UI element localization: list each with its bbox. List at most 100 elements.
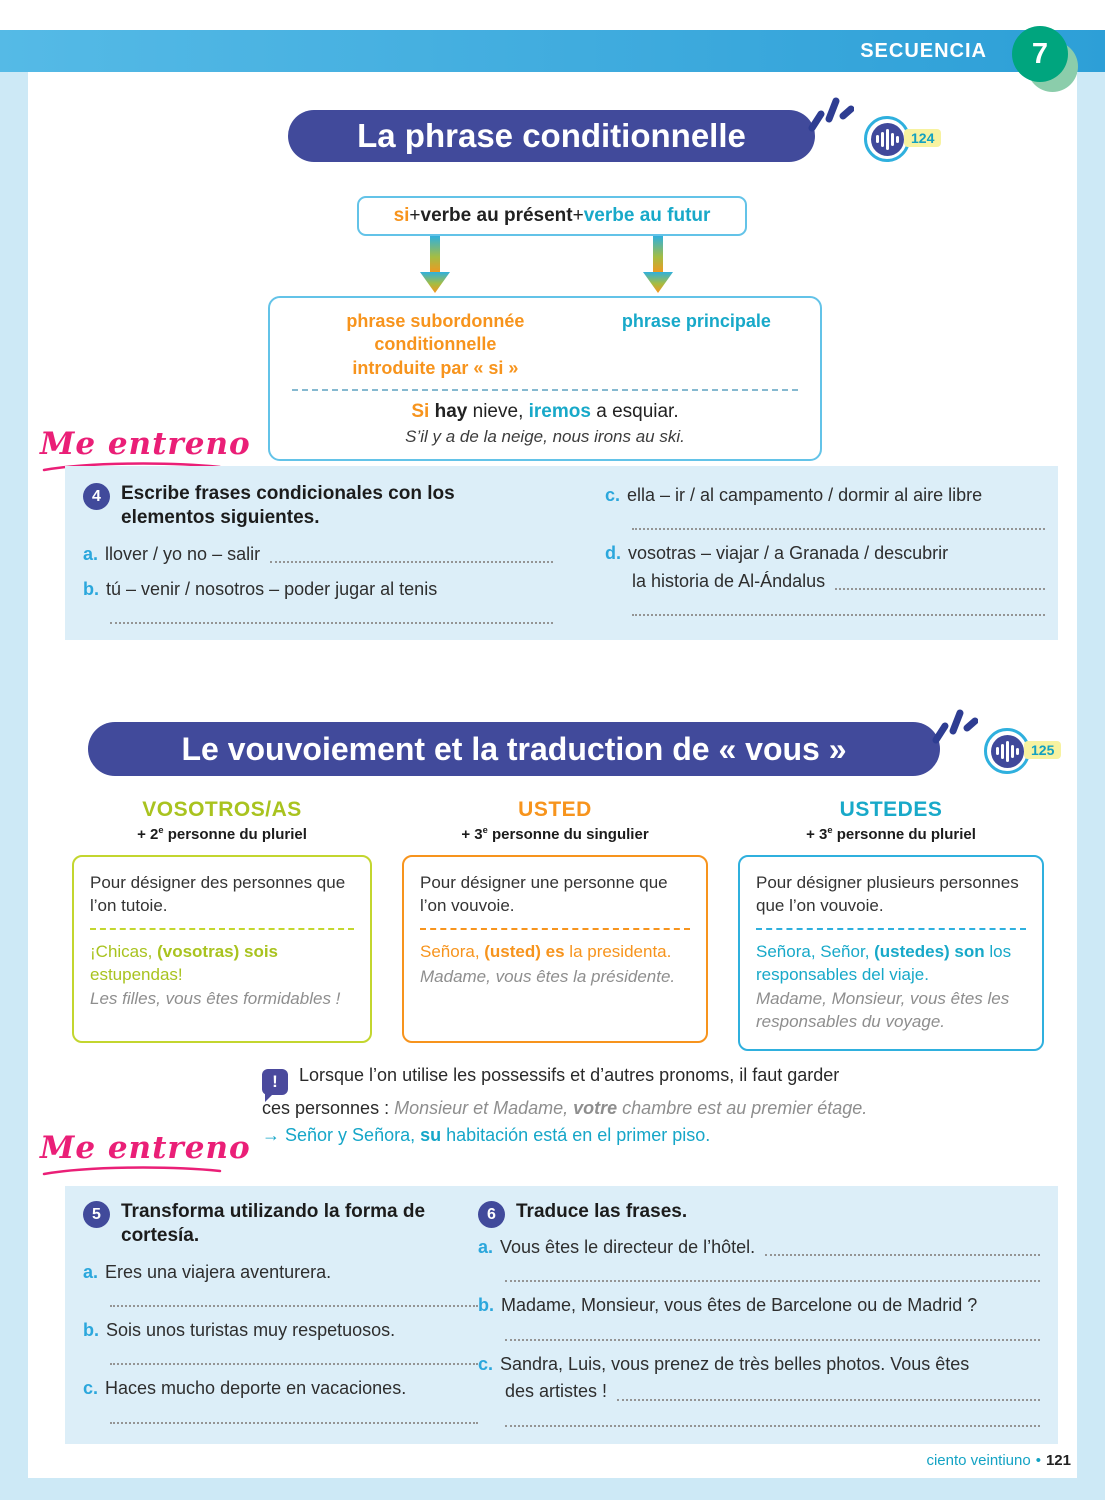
answer-line bbox=[505, 1415, 1040, 1427]
gradient-down-arrow-icons bbox=[420, 236, 673, 293]
answer-line bbox=[765, 1254, 1040, 1257]
column-vosotros: VOSOTROS/AS + 2e personne du pluriel Pou… bbox=[72, 798, 372, 1051]
page-number-words: ciento veintiuno bbox=[926, 1452, 1031, 1469]
example-translation: Madame, vous êtes la présidente. bbox=[420, 966, 676, 986]
emphasis-strokes-icon bbox=[932, 709, 978, 744]
column-subheader: + 3e personne du singulier bbox=[461, 825, 649, 843]
conditional-structure-box: phrase subordonnée conditionnelle introd… bbox=[268, 296, 822, 462]
audio-equalizer-icon bbox=[864, 116, 910, 162]
page-footer: ciento veintiuno•121 bbox=[926, 1452, 1071, 1469]
answer-line bbox=[617, 1398, 1040, 1401]
header-strip: SECUENCIA bbox=[0, 30, 1105, 72]
section1-title: La phrase conditionnelle bbox=[288, 110, 815, 162]
column-header: VOSOTROS/AS bbox=[142, 798, 302, 821]
exercise5-item-b: b. Sois unos turistas muy respetuosos. bbox=[83, 1320, 396, 1341]
column-header: USTEDES bbox=[839, 798, 943, 821]
pronoun-columns: VOSOTROS/AS + 2e personne du pluriel Pou… bbox=[72, 798, 1044, 1051]
column-usted: USTED + 3e personne du singulier Pour dé… bbox=[402, 798, 708, 1051]
exercise-number-badge: 6 bbox=[478, 1201, 505, 1228]
answer-line bbox=[632, 518, 1045, 531]
answer-line bbox=[110, 612, 553, 625]
dashed-divider bbox=[420, 928, 690, 931]
exercise4-item-a: a. llover / yo no – salir bbox=[83, 543, 553, 566]
secuencia-label: SECUENCIA bbox=[860, 40, 987, 62]
note-line1: !Lorsque l’on utilise les possessifs et … bbox=[262, 1062, 1062, 1102]
column-subheader: + 2e personne du pluriel bbox=[137, 825, 307, 843]
answer-line bbox=[110, 1295, 478, 1308]
emphasis-strokes-icon bbox=[808, 97, 854, 132]
section1-title-text: La phrase conditionnelle bbox=[357, 117, 746, 154]
grammar-box-vosotros: Pour désigner des personnes que l’on tut… bbox=[72, 855, 372, 1043]
exercise4-item-d: d. vosotras – viajar / a Granada / descu… bbox=[605, 543, 949, 564]
footer-separator: • bbox=[1035, 1452, 1041, 1469]
me-entreno-heading: Me entreno bbox=[40, 426, 270, 474]
exercise5-prompt: Transforma utilizando la forma de cortes… bbox=[121, 1201, 426, 1247]
formula-plus1: + bbox=[409, 205, 421, 226]
exercise4-item-c: c. ella – ir / al campamento / dormir al… bbox=[605, 485, 983, 505]
dashed-divider bbox=[756, 928, 1026, 931]
exercise5-item-c: c. Haces mucho deporte en vacaciones. bbox=[83, 1378, 407, 1399]
me-entreno-heading: Me entreno bbox=[40, 1130, 270, 1178]
exercise6-item-c: c. Sandra, Luis, vous prenez de très bel… bbox=[478, 1353, 970, 1374]
answer-line bbox=[505, 1329, 1040, 1341]
dashed-divider bbox=[90, 928, 354, 931]
answer-line bbox=[110, 1412, 478, 1424]
grammar-box-usted: Pour désigner une personne que l’on vouv… bbox=[402, 855, 708, 1043]
dashed-divider bbox=[292, 389, 798, 392]
page-number: 121 bbox=[1045, 1452, 1071, 1469]
example-translation: S’il y a de la neige, nous irons au ski. bbox=[405, 427, 685, 447]
secuencia-number: 7 bbox=[1031, 37, 1049, 70]
column-ustedes: USTEDES + 3e personne du pluriel Pour dé… bbox=[738, 798, 1044, 1051]
note-line3: → Señor y Señora, su habitación está en … bbox=[262, 1124, 711, 1145]
underline-flourish bbox=[42, 1166, 222, 1176]
column-subheader: + 3e personne du pluriel bbox=[806, 825, 976, 843]
usage-description: Pour désigner une personne que l’on vouv… bbox=[420, 873, 668, 915]
exercise-panel-1: 4 Escribe frases condicionales con los e… bbox=[65, 466, 1058, 640]
equalizer-bars bbox=[870, 122, 904, 156]
arrow-right-icon: → bbox=[262, 1124, 286, 1145]
page-border-left bbox=[0, 72, 28, 1500]
example-translation: Madame, Monsieur, vous êtes les responsa… bbox=[756, 989, 1010, 1032]
answer-line bbox=[110, 1353, 478, 1366]
answer-line bbox=[270, 561, 553, 564]
audio-track-number: 125 bbox=[1024, 741, 1062, 759]
audio-track-125: 125 bbox=[984, 728, 1076, 776]
usage-description: Pour désigner plusieurs personnes que l’… bbox=[756, 873, 1019, 915]
page-border-bottom bbox=[0, 1478, 1105, 1500]
equalizer-bars bbox=[990, 734, 1024, 768]
exercise6-header: 6 Traduce las frases. bbox=[478, 1200, 1040, 1228]
secuencia-number-badge: 7 bbox=[1012, 26, 1068, 82]
exclamation-icon: ! bbox=[262, 1068, 288, 1102]
subordinate-clause-label: phrase subordonnée conditionnelle introd… bbox=[346, 311, 525, 378]
exercise4-prompt: Escribe frases condicionales con los ele… bbox=[121, 483, 455, 529]
usage-description: Pour désigner des personnes que l’on tut… bbox=[90, 873, 346, 915]
exercise-number-badge: 4 bbox=[83, 483, 110, 510]
exercise6-item-c-line2: des artistes ! bbox=[478, 1380, 1040, 1403]
answer-line bbox=[835, 588, 1045, 591]
answer-line bbox=[505, 1270, 1040, 1283]
exercise5-item-a: a. Eres una viajera aventurera. bbox=[83, 1261, 332, 1282]
note-line2: ces personnes : Monsieur et Madame, votr… bbox=[262, 1097, 868, 1118]
main-clause-label: phrase principale bbox=[621, 311, 771, 331]
exercise5-column: 5 Transforma utilizando la forma de cort… bbox=[83, 1200, 478, 1424]
grammar-note: !Lorsque l’on utilise les possessifs et … bbox=[262, 1062, 1062, 1149]
exercise4-item-d-line2: la historia de Al-Ándalus bbox=[605, 570, 1045, 593]
exercise5-header: 5 Transforma utilizando la forma de cort… bbox=[83, 1200, 478, 1249]
exercise6-item-b: b. Madame, Monsieur, vous êtes de Barcel… bbox=[478, 1295, 978, 1316]
section2-title: Le vouvoiement et la traduction de « vou… bbox=[88, 722, 940, 776]
example-translation: Les filles, vous êtes formidables ! bbox=[90, 989, 341, 1009]
formula-futur: verbe au futur bbox=[583, 205, 711, 226]
formula-plus2: + bbox=[572, 205, 584, 226]
grammar-box-ustedes: Pour désigner plusieurs personnes que l’… bbox=[738, 855, 1044, 1051]
exercise4-column-right: c. ella – ir / al campamento / dormir al… bbox=[605, 482, 1045, 617]
exercise6-column: 6 Traduce las frases. a. Vous êtes le di… bbox=[478, 1200, 1040, 1427]
structure-labels: phrase subordonnée conditionnelle introd… bbox=[284, 310, 806, 380]
conditional-formula-box: si + verbe au présent + verbe au futur bbox=[357, 196, 747, 236]
column-header: USTED bbox=[518, 798, 592, 821]
underline-flourish bbox=[42, 462, 222, 472]
exercise4-column: 4 Escribe frases condicionales con los e… bbox=[83, 482, 553, 625]
audio-track-number: 124 bbox=[904, 129, 942, 147]
example-sentence: ¡Chicas, (vosotras) sois estupendas! bbox=[90, 942, 279, 984]
exercise4-header: 4 Escribe frases condicionales con los e… bbox=[83, 482, 553, 531]
